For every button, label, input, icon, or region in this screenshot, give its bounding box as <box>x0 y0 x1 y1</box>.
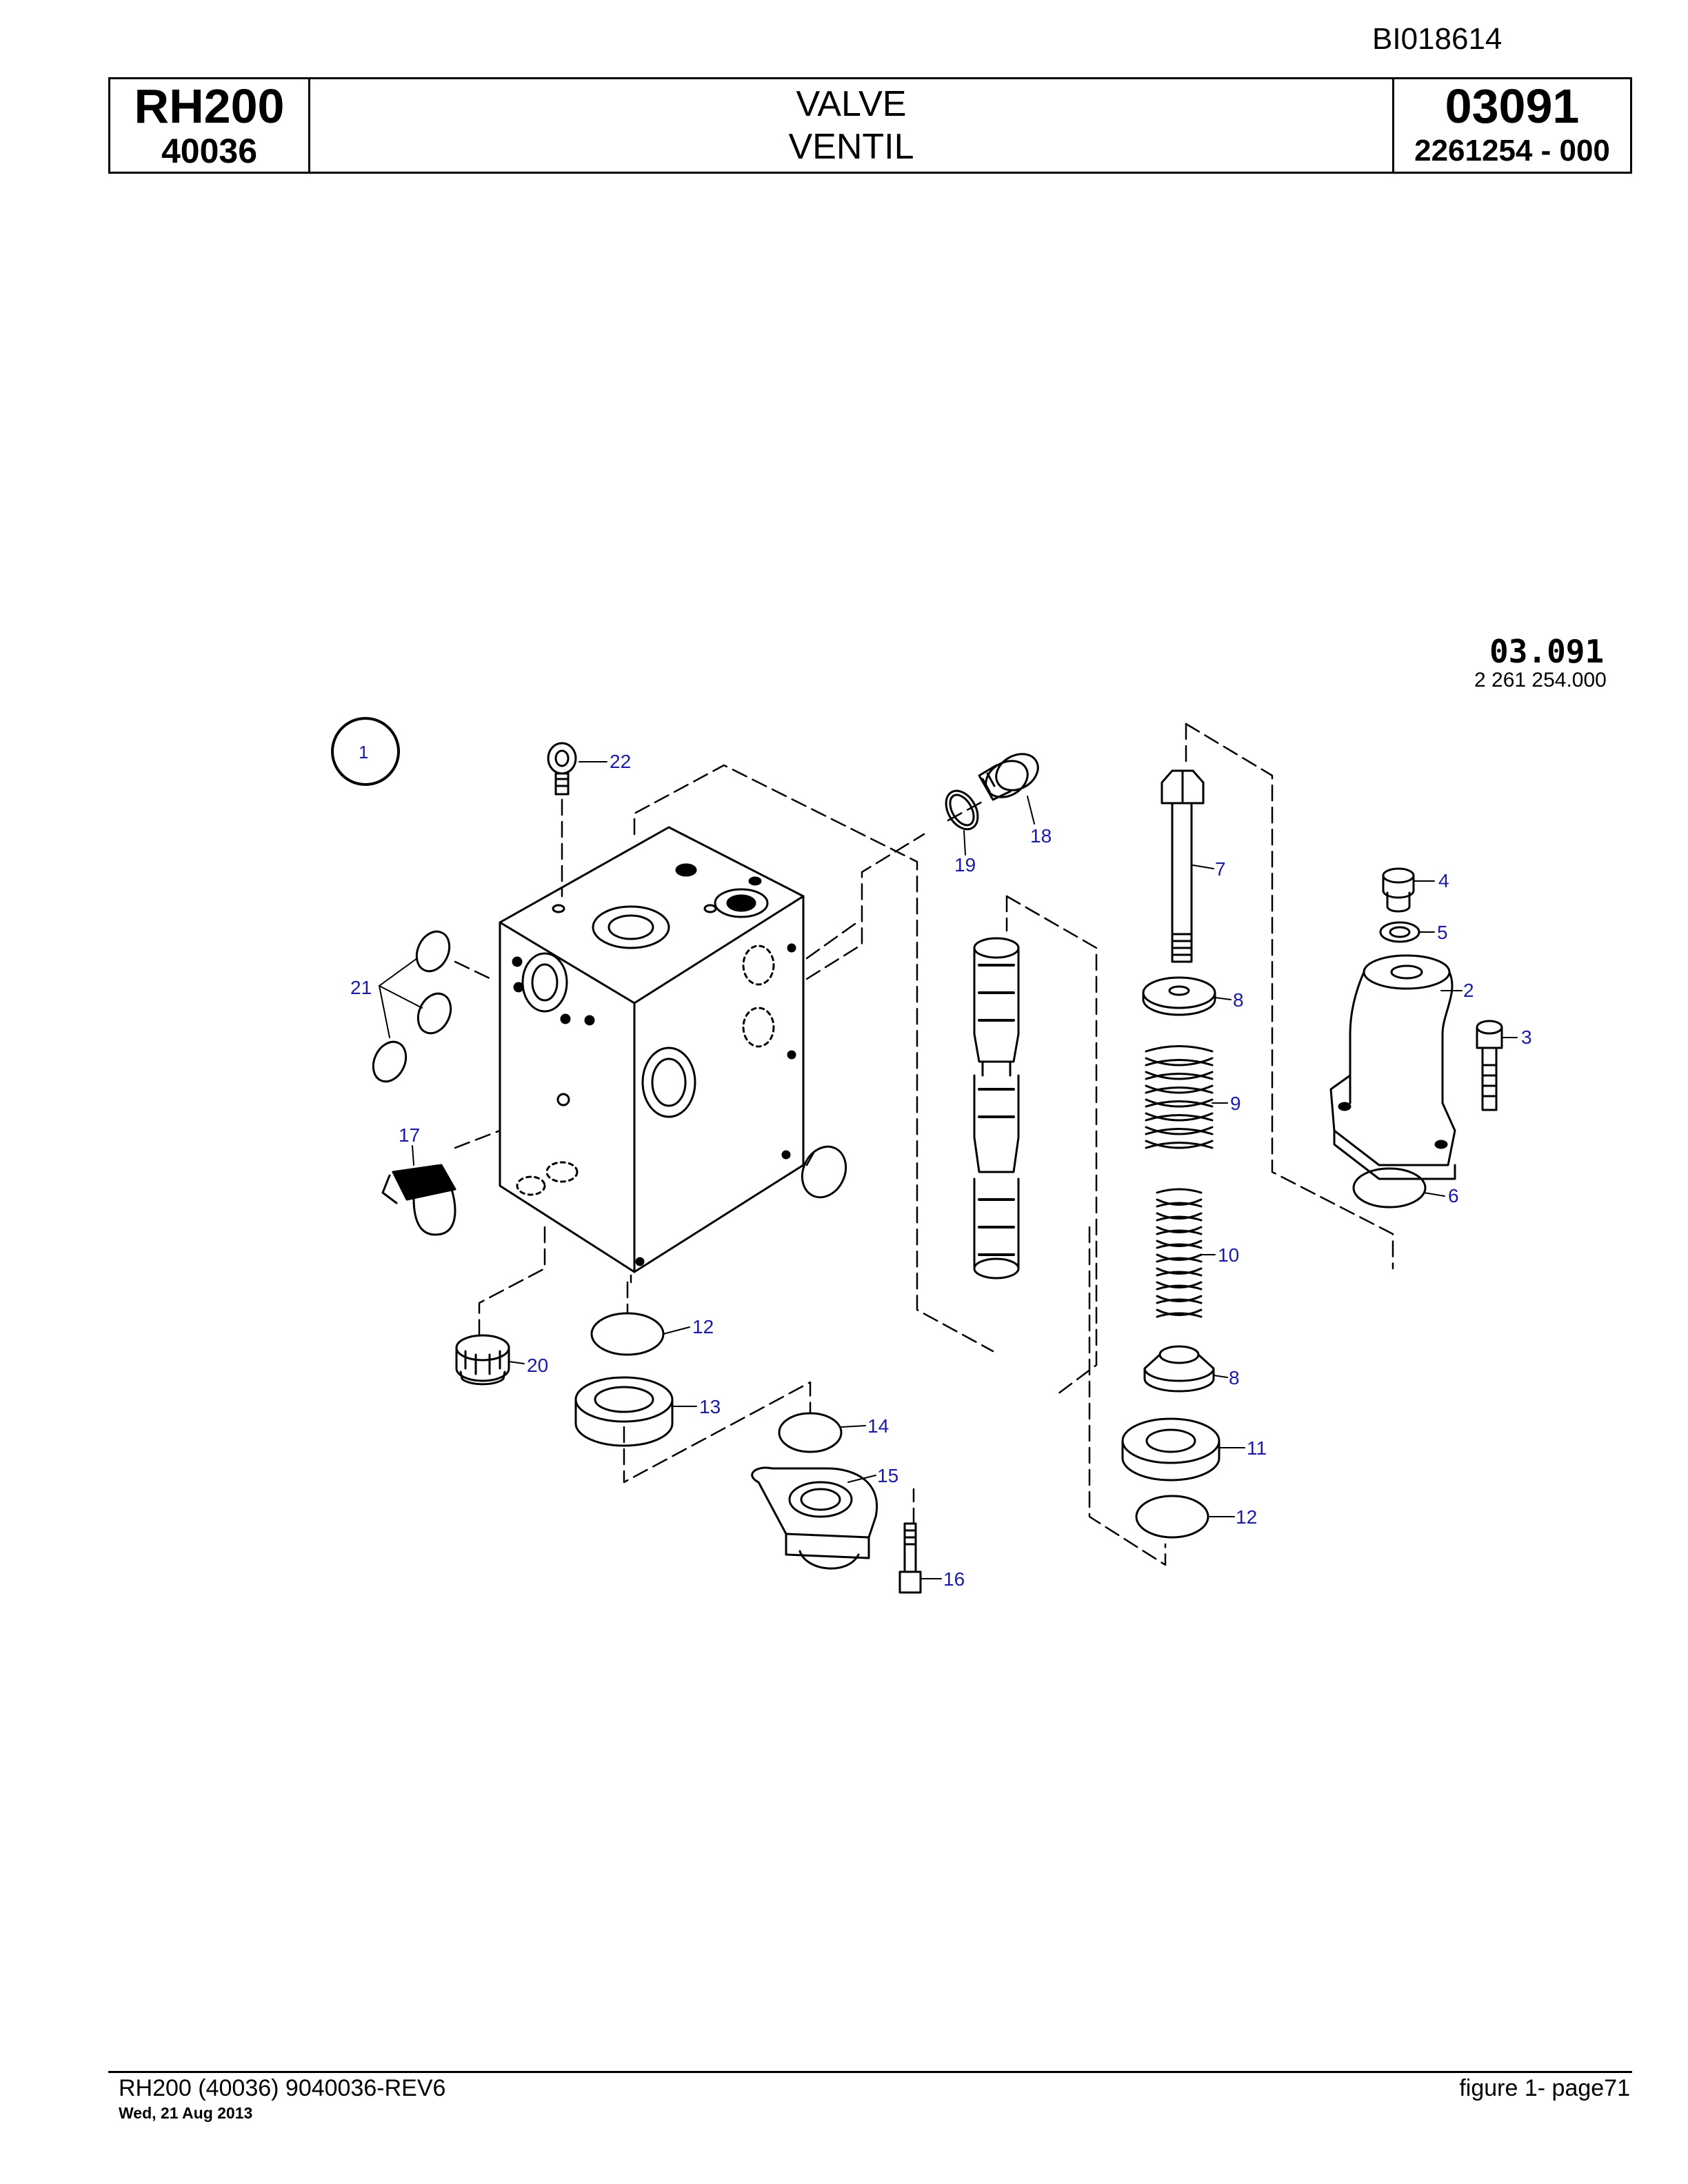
callout-19: 19 <box>954 854 976 876</box>
group-number: 03091 <box>1445 79 1580 133</box>
spring-9 <box>1145 1045 1214 1149</box>
callout-11: 11 <box>1247 1437 1267 1459</box>
callout-12-left: 12 <box>692 1316 714 1337</box>
seal-ring-21a <box>415 930 451 973</box>
seal-ring-21c <box>372 1040 408 1083</box>
callout-10: 10 <box>1218 1244 1239 1266</box>
sealing-ring-19 <box>945 789 979 831</box>
part-number: 2261254 - 000 <box>1414 134 1610 168</box>
spring-seat-8-top <box>1142 976 1216 1016</box>
callout-4: 4 <box>1438 870 1449 891</box>
plug-4 <box>1382 867 1415 913</box>
callout-8-bottom: 8 <box>1229 1367 1240 1388</box>
document-id: BI018614 <box>1372 22 1503 56</box>
callout-22: 22 <box>610 751 631 772</box>
bolt-7 <box>1160 769 1205 963</box>
title-cell: VALVE VENTIL <box>310 79 1394 172</box>
title-english: VALVE <box>796 84 907 124</box>
callout-15: 15 <box>877 1465 898 1486</box>
title-german: VENTIL <box>788 127 914 167</box>
footer-page-ref: figure 1- page71 <box>1459 2075 1630 2101</box>
figure-code: 03.091 <box>1489 633 1605 670</box>
callout-7: 7 <box>1215 858 1226 880</box>
bolt-3 <box>1476 1020 1503 1111</box>
callout-16: 16 <box>943 1568 965 1590</box>
assembly-circle <box>331 717 400 786</box>
callout-2: 2 <box>1463 980 1474 1001</box>
seal-ring-right <box>801 1145 847 1199</box>
callout-13: 13 <box>699 1396 721 1417</box>
ring-11 <box>1121 1417 1220 1482</box>
callout-6: 6 <box>1448 1185 1459 1206</box>
flange-ring-13 <box>574 1376 674 1447</box>
assembly-lines <box>454 722 1394 1566</box>
callout-12-right: 12 <box>1236 1506 1257 1528</box>
callout-9: 9 <box>1230 1093 1241 1114</box>
figure-part-number: 2 261 254.000 <box>1474 669 1607 691</box>
callout-14: 14 <box>867 1415 889 1437</box>
plug-20 <box>455 1334 510 1386</box>
callout-20: 20 <box>527 1355 548 1376</box>
serial-number: 40036 <box>161 132 258 170</box>
callout-labels: 1 2 3 4 5 6 7 8 9 10 8 11 12 12 13 14 15… <box>350 742 1532 1590</box>
callout-8-top: 8 <box>1233 989 1244 1011</box>
callout-18: 18 <box>1030 825 1052 847</box>
footer-rule <box>108 2071 1632 2073</box>
o-ring-12-right <box>1135 1495 1209 1539</box>
seal-ring-21b <box>416 992 452 1035</box>
cover-2 <box>1329 954 1456 1180</box>
leader-lines <box>379 761 1518 1579</box>
callout-5: 5 <box>1437 922 1448 943</box>
eye-bolt <box>547 742 577 796</box>
o-ring-14 <box>778 1412 843 1453</box>
title-block: RH200 40036 VALVE VENTIL 03091 2261254 -… <box>108 77 1632 174</box>
valve-spool <box>973 937 1020 1280</box>
o-ring-6 <box>1352 1167 1427 1209</box>
bolt-16 <box>898 1522 922 1594</box>
group-cell: 03091 2261254 - 000 <box>1394 79 1630 172</box>
model-number: RH200 <box>134 79 285 133</box>
footer-date: Wed, 21 Aug 2013 <box>119 2104 253 2122</box>
model-cell: RH200 40036 <box>110 79 310 172</box>
valve-block <box>499 826 805 1273</box>
washer-5 <box>1379 921 1420 943</box>
footer-document-ref: RH200 (40036) 9040036-REV6 <box>119 2075 446 2101</box>
o-ring-12-left <box>590 1312 665 1356</box>
pressure-switch <box>381 1164 456 1236</box>
callout-3: 3 <box>1521 1027 1532 1048</box>
callout-1: 1 <box>359 742 368 762</box>
flange-15 <box>751 1466 878 1570</box>
callout-17: 17 <box>399 1124 420 1146</box>
spring-seat-8-bottom <box>1143 1345 1215 1393</box>
spring-10 <box>1156 1188 1203 1318</box>
screw-plug <box>978 753 1039 801</box>
callout-21: 21 <box>350 977 372 998</box>
